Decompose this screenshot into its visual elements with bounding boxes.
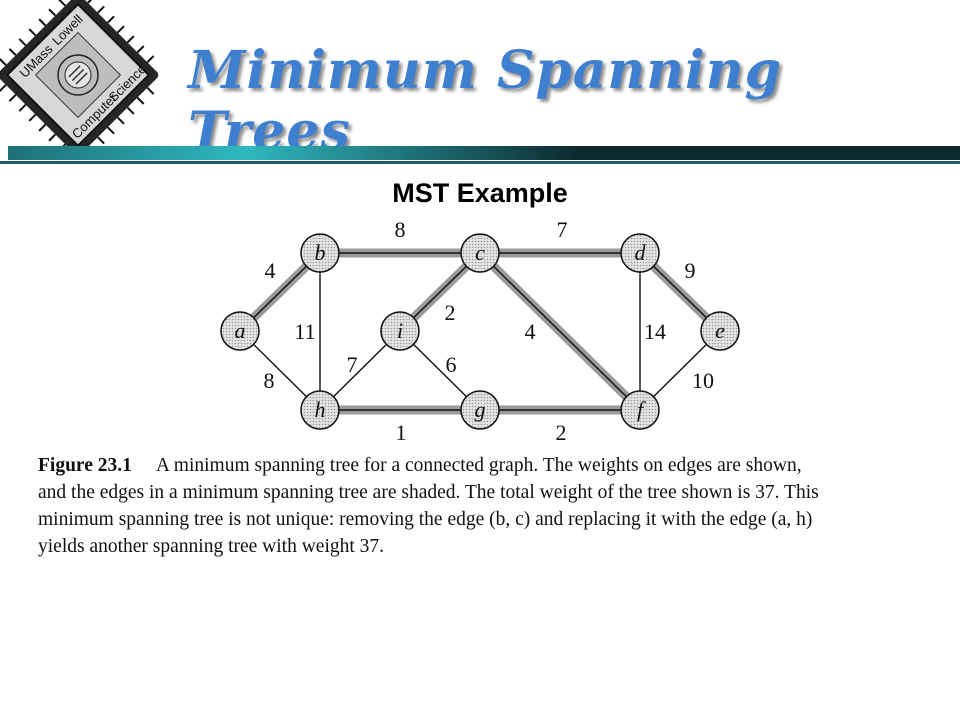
caption-line-1-text: A minimum spanning tree for a connected … (155, 455, 802, 476)
weight-d-e: 9 (685, 258, 696, 283)
node-h-circle (300, 390, 340, 430)
weight-c-d: 7 (557, 217, 568, 242)
weight-a-h: 8 (264, 368, 275, 393)
node-f-circle (620, 390, 660, 430)
node-i-circle (380, 311, 420, 351)
edge-c-f-tree (476, 249, 644, 414)
node-a-label: a (235, 318, 246, 343)
caption-line-4: yields another spanning tree with weight… (38, 536, 385, 557)
caption-line-1: Figure 23.1 A minimum spanning tree for a… (38, 452, 928, 479)
weight-b-h: 11 (294, 319, 315, 344)
node-e: e (700, 311, 740, 351)
node-d: d (620, 233, 660, 273)
weight-i-h: 7 (347, 352, 358, 377)
node-d-label: d (635, 240, 647, 265)
nodes-layer: a b c d e f g h i (220, 233, 740, 430)
node-i: i (380, 311, 420, 351)
weight-c-f: 4 (525, 319, 536, 344)
weight-i-g: 6 (446, 352, 457, 377)
node-g: g (460, 390, 500, 430)
node-b-circle (300, 233, 340, 273)
caption-line-2: and the edges in a minimum spanning tree… (38, 482, 819, 503)
node-f-label: f (637, 397, 646, 422)
umass-lowell-cs-logo: UMass Lowell Computer Science (0, 0, 159, 150)
node-b-label: b (315, 240, 326, 265)
node-g-label: g (475, 397, 486, 422)
node-c-circle (460, 233, 500, 273)
slide-subtitle: MST Example (392, 178, 568, 208)
edge-c-f-line (479, 252, 641, 411)
node-c-label: c (475, 240, 485, 265)
node-f: f (620, 390, 660, 430)
weight-e-f: 10 (692, 368, 714, 393)
node-i-label: i (397, 318, 403, 343)
weight-g-f: 2 (556, 420, 567, 445)
node-a-circle (220, 311, 260, 351)
node-g-circle (460, 390, 500, 430)
node-a: a (220, 311, 260, 351)
figure-caption: Figure 23.1 A minimum spanning tree for a… (38, 452, 928, 560)
node-h-label: h (315, 397, 326, 422)
weight-a-b: 4 (265, 258, 276, 283)
node-h: h (300, 390, 340, 430)
title-divider (0, 146, 960, 164)
edge-weights-layer: 4 8 7 9 11 2 4 14 8 7 6 1 2 10 (264, 217, 715, 445)
weight-c-i: 2 (445, 300, 456, 325)
node-e-label: e (715, 318, 725, 343)
weight-h-g: 1 (396, 420, 407, 445)
caption-line-3: minimum spanning tree is not unique: rem… (38, 509, 813, 530)
node-c: c (460, 233, 500, 273)
figure-label: Figure 23.1 (38, 455, 132, 476)
node-d-circle (620, 233, 660, 273)
node-b: b (300, 233, 340, 273)
node-e-circle (700, 311, 740, 351)
weight-b-c: 8 (395, 217, 406, 242)
weight-d-f: 14 (644, 319, 666, 344)
